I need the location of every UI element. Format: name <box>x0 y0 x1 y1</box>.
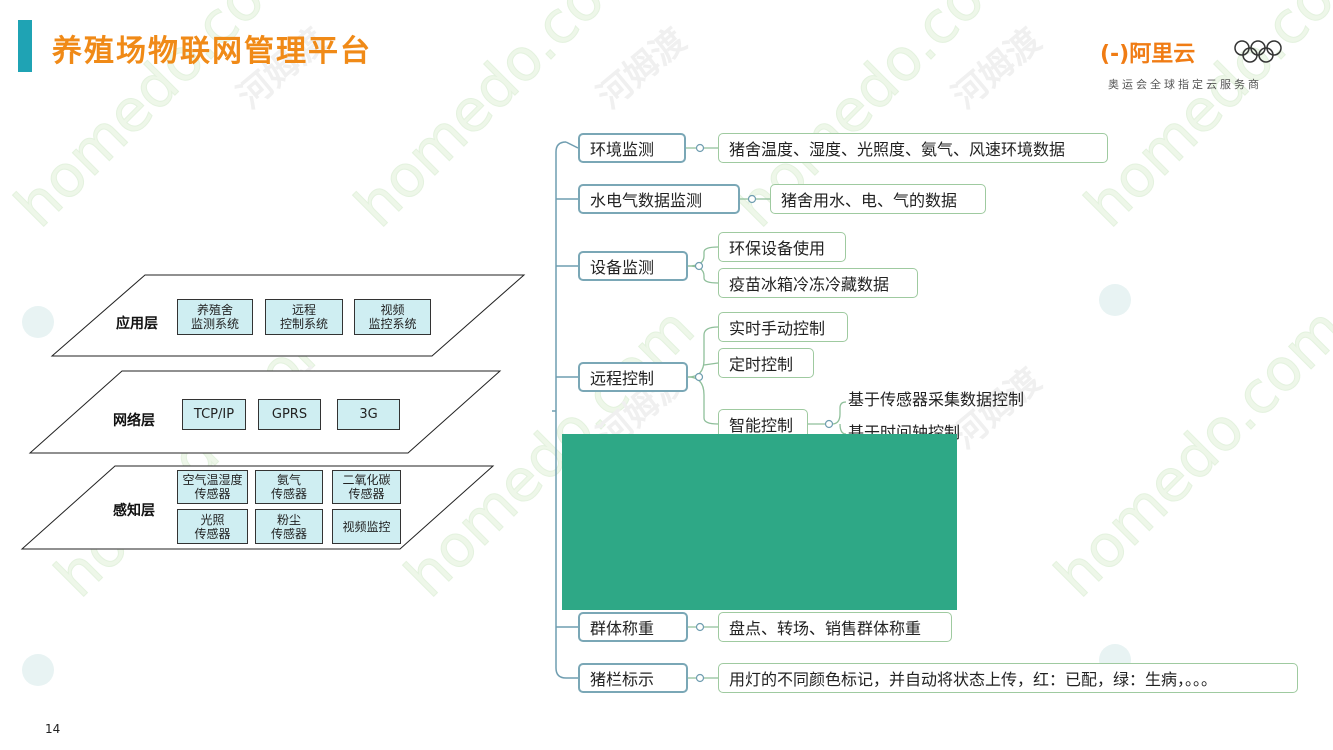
title-accent-bar <box>18 20 32 72</box>
page-title: 养殖场物联网管理平台 <box>52 34 372 69</box>
collapse-toggle-icon <box>694 372 704 382</box>
cover-block <box>562 434 957 610</box>
layer-box: 视频 监控系统 <box>354 299 431 335</box>
child-connector <box>687 376 719 425</box>
leaf-node: 用灯的不同颜色标记，并自动将状态上传，红：已配，绿：生病，。。。 <box>718 663 1298 693</box>
branch-utility-monitoring: 水电气数据监测 <box>578 184 740 214</box>
layer-box: 视频监控 <box>332 509 401 544</box>
branch-group-weighing: 群体称重 <box>578 612 688 642</box>
logo-brand: (-)阿里云 <box>1100 42 1196 67</box>
layer-box: 养殖舍 监测系统 <box>177 299 253 335</box>
collapse-toggle-icon <box>747 194 757 204</box>
layer-label-application: 应用层 <box>116 316 158 332</box>
aliyun-logo: (-)阿里云 奥运会全球指定云服务商 <box>1100 36 1300 96</box>
leaf-node: 定时控制 <box>718 348 814 378</box>
logo-tagline: 奥运会全球指定云服务商 <box>1108 78 1262 91</box>
layer-box: 二氧化碳 传感器 <box>332 470 401 504</box>
leaf-node: 猪舍温度、湿度、光照度、氨气、风速环境数据 <box>718 133 1108 163</box>
leaf-node: 实时手动控制 <box>718 312 848 342</box>
layer-box: 空气温湿度 传感器 <box>177 470 248 504</box>
child-connector <box>687 326 719 378</box>
olympic-rings-icon <box>1234 40 1282 63</box>
collapse-toggle-icon <box>824 419 834 429</box>
layer-box: TCP/IP <box>182 399 246 430</box>
layer-box: 氨气 传感器 <box>255 470 323 504</box>
layer-label-network: 网络层 <box>113 413 155 429</box>
branch-remote-control: 远程控制 <box>578 362 688 392</box>
branch-equipment-monitoring: 设备监测 <box>578 251 688 281</box>
architecture-layers: 应用层 养殖舍 监测系统 远程 控制系统 视频 监控系统 网络层 TCP/IP … <box>0 0 540 750</box>
child-connector <box>703 362 719 366</box>
child-connector <box>687 265 719 284</box>
page-number: 14 <box>45 722 61 736</box>
leaf-node: 环保设备使用 <box>718 232 846 262</box>
layer-box: 光照 传感器 <box>177 509 248 544</box>
collapse-toggle-icon <box>695 143 705 153</box>
layer-box: 粉尘 传感器 <box>255 509 323 544</box>
child-connector <box>839 423 847 435</box>
leaf-node: 疫苗冰箱冷冻冷藏数据 <box>718 268 918 298</box>
collapse-toggle-icon <box>694 261 704 271</box>
child-connector <box>687 246 719 267</box>
branch-connector <box>565 141 579 149</box>
branch-pen-marking: 猪栏标示 <box>578 663 688 693</box>
trunk-line <box>555 141 567 679</box>
layer-label-perception: 感知层 <box>113 503 155 519</box>
layer-box: GPRS <box>258 399 321 430</box>
leaf-node: 盘点、转场、销售群体称重 <box>718 612 952 642</box>
smart-control-child: 基于传感器采集数据控制 <box>848 390 1025 409</box>
child-connector <box>808 401 847 425</box>
layer-box: 3G <box>337 399 400 430</box>
branch-environment-monitoring: 环境监测 <box>578 133 686 163</box>
collapse-toggle-icon <box>695 673 705 683</box>
layer-box: 远程 控制系统 <box>265 299 343 335</box>
leaf-node: 猪舍用水、电、气的数据 <box>770 184 986 214</box>
collapse-toggle-icon <box>695 622 705 632</box>
